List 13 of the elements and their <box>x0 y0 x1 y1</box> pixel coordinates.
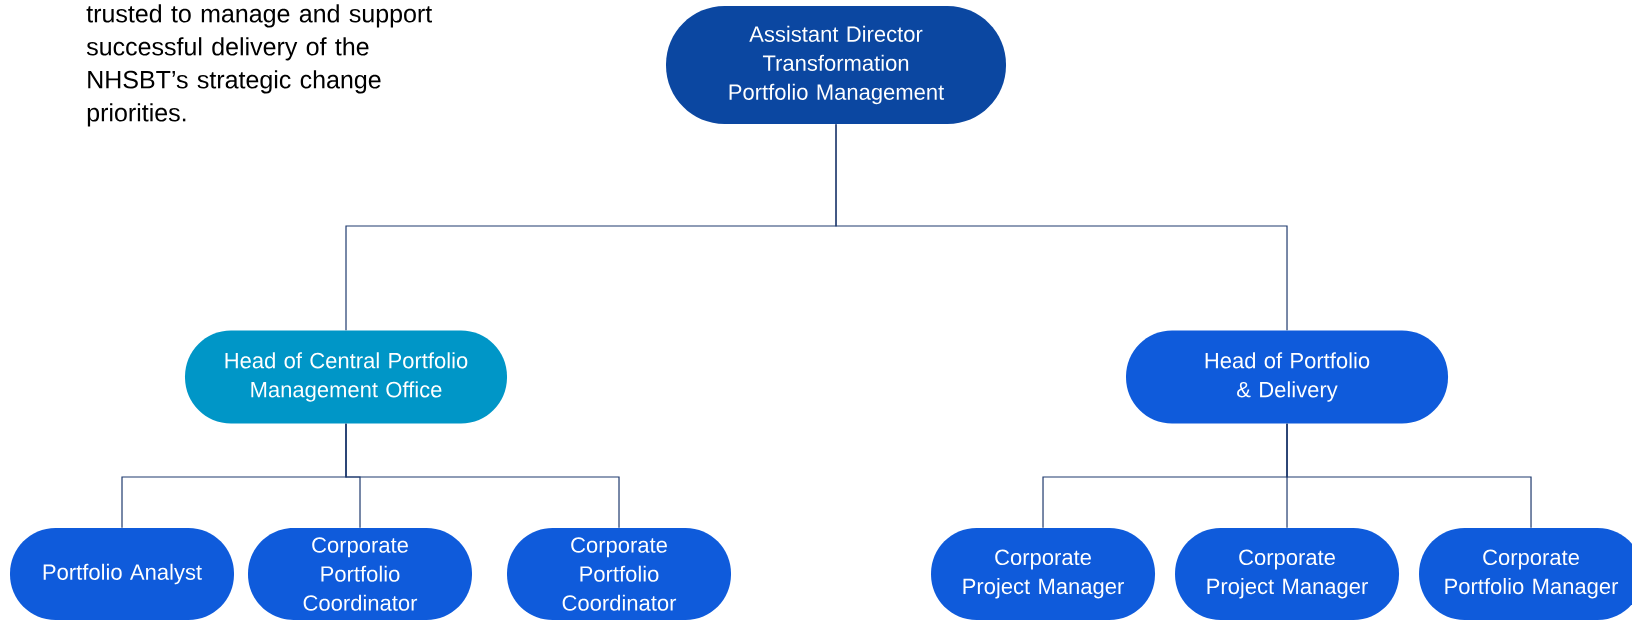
role-box: Corporate Project Manager <box>931 528 1155 620</box>
role-box: Portfolio Analyst <box>10 528 234 620</box>
connector-line <box>345 423 620 529</box>
role-box: Head of Portfolio & Delivery <box>1126 330 1448 424</box>
connector-line <box>835 123 1288 331</box>
role-box: Corporate Portfolio Manager <box>1419 528 1632 620</box>
role-box: Assistant Director Transformation Portfolio Management <box>666 6 1006 124</box>
note-text: trusted to manage and support successful delivery of the NHSBT’s strategic change priorities. <box>86 4 432 127</box>
role-box: Head of Central Portfolio Management Office <box>185 330 507 424</box>
role-box: Corporate Portfolio Coordinator <box>507 528 731 620</box>
role-box: Corporate Portfolio Coordinator <box>248 528 472 620</box>
connector-line <box>1286 423 1532 529</box>
role-box: Corporate Project Manager <box>1175 528 1399 620</box>
